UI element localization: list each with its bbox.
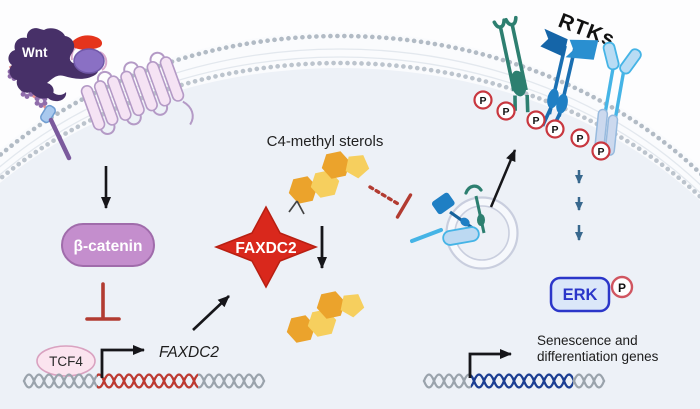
frizzled-receptor [80, 51, 194, 135]
transcription-arrow [100, 345, 145, 378]
erk-label: ERK [563, 286, 598, 304]
dashed-tbar-shaft [368, 185, 402, 207]
sterol-substrate-molecule [286, 147, 374, 215]
svg-text:P: P [502, 106, 509, 118]
svg-text:P: P [597, 146, 604, 158]
phospho-badge: P [610, 275, 634, 299]
lrp-transmembrane-bead [40, 104, 56, 124]
faxdc2-protein-star: FAXDC2 [213, 205, 319, 289]
rtk-teal [492, 15, 530, 113]
wnt-ligand-hook [45, 84, 67, 102]
frizzled-crd-domain [73, 48, 105, 74]
methyl-group [288, 200, 298, 213]
rtk-blue-kinase-domain [547, 88, 559, 109]
wnt-ligand [8, 28, 99, 99]
membrane-inner-dot-row [0, 60, 700, 200]
wnt-receptor-complex: Wnt [7, 28, 194, 161]
rtk-teal-hook [492, 18, 506, 29]
svg-text:P: P [479, 95, 486, 107]
svg-text:P: P [576, 133, 583, 145]
rtk-teal-kinase-domain [510, 70, 527, 97]
faxdc2-protein-label: FAXDC2 [235, 240, 296, 257]
senescence-label-line2: differentiation genes [537, 349, 659, 364]
vesicle-receptor-teal [464, 184, 486, 234]
tcf4-node: TCF4 [36, 345, 96, 377]
tcf4-label: TCF4 [49, 354, 83, 369]
c4-methyl-sterols-label: C4-methyl sterols [267, 133, 384, 150]
senescence-gene-locus: Senescence and differentiation genes [422, 333, 659, 389]
sterol-inhibition-dashed-tbar [368, 185, 413, 219]
c4-methyl-sterols-group: C4-methyl sterols [267, 133, 384, 215]
crd-loop [99, 51, 108, 71]
svg-text:P: P [618, 281, 626, 295]
cell-membrane [0, 32, 700, 409]
membrane-tail-line [0, 48, 700, 186]
gene-to-protein-arrow [192, 295, 230, 331]
rtk-lightblue-paddle [619, 48, 642, 75]
phospho-badge: P [591, 141, 611, 161]
rtk-blue-ectodomain [565, 39, 599, 60]
phospho-badge: P [545, 119, 565, 139]
rtk-blue-ectodomain [540, 28, 568, 57]
membrane-outer-dot-row [0, 33, 700, 177]
rtk-blue-kinase-domain [556, 93, 568, 114]
beta-catenin-inhibition-tbar [85, 282, 121, 321]
star-shape [213, 205, 319, 289]
lrp-tail [48, 117, 72, 161]
svg-text:P: P [532, 115, 539, 127]
phospho-badge: P [496, 101, 516, 121]
svg-text:P: P [551, 124, 558, 136]
rtk-blue [540, 28, 599, 132]
wnt-label: Wnt [22, 45, 48, 60]
rtk-lightblue-paddle [602, 41, 620, 71]
rtk-teal-hook [504, 15, 518, 27]
cytoplasm [0, 68, 700, 409]
dashed-tbar-head [395, 193, 413, 219]
faxdc2-gene-label: FAXDC2 [159, 344, 219, 361]
beta-catenin-pill [61, 223, 155, 267]
phospho-badge: P [526, 110, 546, 130]
erk-box [549, 276, 611, 313]
phospho-badge: P [570, 128, 590, 148]
membrane-tail-line [0, 56, 700, 194]
phospho-badge: P [473, 90, 493, 110]
erk-node: ERK P [549, 275, 634, 313]
rtk-lightblue [594, 41, 642, 156]
vesicle-receptor-lightblue [410, 226, 480, 246]
beta-catenin-node: β-catenin [61, 223, 155, 267]
beta-catenin-label: β-catenin [74, 238, 143, 255]
endosome-vesicle [410, 184, 519, 270]
senescence-label-line1: Senescence and [537, 333, 638, 348]
transcription-arrow [468, 349, 512, 378]
vesicle-to-membrane-arrow [489, 149, 517, 208]
faxdc2-gene-locus: FAXDC2 [22, 344, 266, 389]
vesicle-receptor-blue [431, 192, 475, 231]
methyl-group [296, 200, 305, 215]
wnt-lipid [70, 35, 103, 50]
